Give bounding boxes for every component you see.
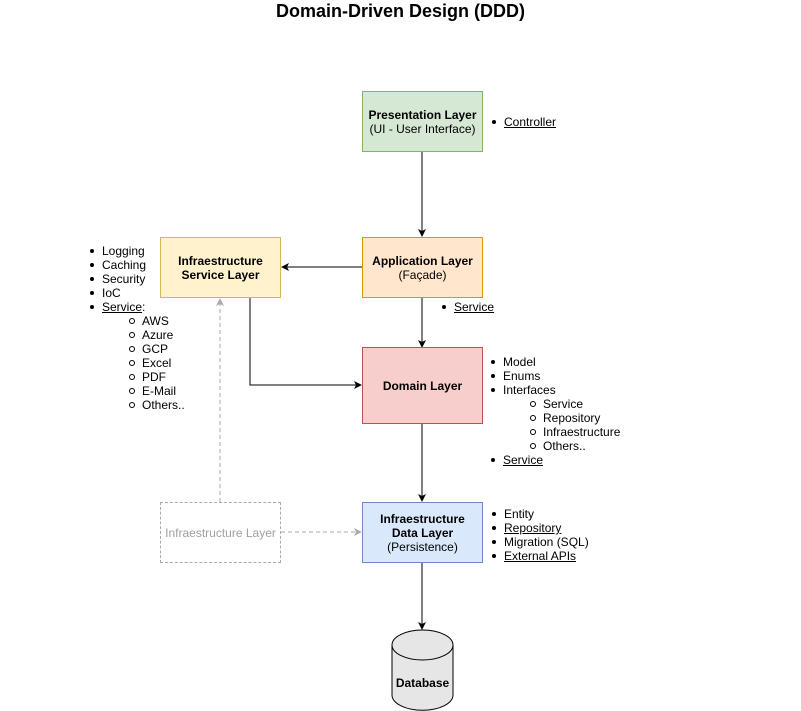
list-item: Repository bbox=[529, 411, 620, 425]
list-item: Others.. bbox=[529, 439, 620, 453]
controller-link[interactable]: Controller bbox=[504, 115, 557, 129]
domain-service-link[interactable]: Service bbox=[503, 453, 544, 467]
list-item: Model bbox=[489, 355, 620, 369]
domain-layer-title: Domain Layer bbox=[382, 378, 463, 393]
infra-service-layer-box[interactable]: Infraestructure Service Layer bbox=[160, 237, 281, 298]
list-item: GCP bbox=[128, 342, 185, 356]
list-item: AWS bbox=[128, 314, 185, 328]
list-item: IoC bbox=[88, 286, 185, 300]
presentation-layer-subtitle: (UI - User Interface) bbox=[369, 121, 476, 136]
list-item: Migration (SQL) bbox=[490, 535, 589, 549]
list-item: Enums bbox=[489, 369, 620, 383]
infra-service-layer-title-2: Service Layer bbox=[181, 267, 260, 282]
application-list: Service bbox=[440, 300, 494, 314]
list-item: Others.. bbox=[128, 398, 185, 412]
repository-link[interactable]: Repository bbox=[504, 521, 562, 535]
diagram-title: Domain-Driven Design (DDD) bbox=[275, 1, 526, 21]
list-item: Service: AWS Azure GCP Excel PDF E-Mail … bbox=[88, 300, 185, 412]
list-item: Controller bbox=[490, 115, 556, 129]
service-colon: : bbox=[142, 300, 146, 314]
infra-data-layer-subtitle: (Persistence) bbox=[387, 539, 458, 554]
interfaces-label: Interfaces bbox=[503, 383, 556, 397]
list-item: PDF bbox=[128, 370, 185, 384]
list-item: Service bbox=[529, 397, 620, 411]
list-item: Service bbox=[440, 300, 494, 314]
database-cylinder bbox=[391, 629, 454, 711]
presentation-list: Controller bbox=[490, 115, 556, 129]
infra-service-link[interactable]: Service bbox=[102, 300, 143, 314]
presentation-layer-box[interactable]: Presentation Layer (UI - User Interface) bbox=[362, 91, 483, 152]
infra-layer-title: Infraestructure Layer bbox=[165, 525, 276, 540]
domain-layer-box[interactable]: Domain Layer bbox=[362, 347, 483, 424]
application-layer-subtitle: (Façade) bbox=[398, 267, 447, 282]
list-item: Entity bbox=[490, 507, 589, 521]
list-item: Security bbox=[88, 272, 185, 286]
database-label: Database bbox=[395, 676, 450, 690]
domain-list: Model Enums Interfaces Service Repositor… bbox=[489, 355, 620, 467]
list-item: Excel bbox=[128, 356, 185, 370]
infra-layer-box[interactable]: Infraestructure Layer bbox=[160, 502, 281, 563]
application-layer-box[interactable]: Application Layer (Façade) bbox=[362, 237, 483, 298]
list-item: Logging bbox=[88, 244, 185, 258]
infra-service-layer-title-1: Infraestructure bbox=[178, 253, 263, 268]
infra-data-layer-title-1: Infraestructure bbox=[380, 511, 465, 526]
list-item: Service bbox=[489, 453, 620, 467]
list-item: External APIs bbox=[490, 549, 589, 563]
list-item: Interfaces Service Repository Infraestru… bbox=[489, 383, 620, 453]
infra-service-list: Logging Caching Security IoC Service: AW… bbox=[88, 244, 185, 412]
infra-data-list: Entity Repository Migration (SQL) Extern… bbox=[490, 507, 589, 563]
infra-data-layer-title-2: Data Layer bbox=[391, 525, 454, 540]
interfaces-sublist: Service Repository Infraestructure Other… bbox=[503, 397, 620, 453]
application-layer-title: Application Layer bbox=[372, 253, 473, 268]
list-item: Repository bbox=[490, 521, 589, 535]
external-apis-link[interactable]: External APIs bbox=[504, 549, 577, 563]
presentation-layer-title: Presentation Layer bbox=[368, 107, 477, 122]
list-item: Caching bbox=[88, 258, 185, 272]
edge-infra-service-to-domain bbox=[249, 298, 362, 389]
list-item: Infraestructure bbox=[529, 425, 620, 439]
list-item: E-Mail bbox=[128, 384, 185, 398]
infra-data-layer-box[interactable]: Infraestructure Data Layer (Persistence) bbox=[362, 502, 483, 563]
infra-service-sublist: AWS Azure GCP Excel PDF E-Mail Others.. bbox=[102, 314, 185, 412]
service-link[interactable]: Service bbox=[454, 300, 495, 314]
list-item: Azure bbox=[128, 328, 185, 342]
